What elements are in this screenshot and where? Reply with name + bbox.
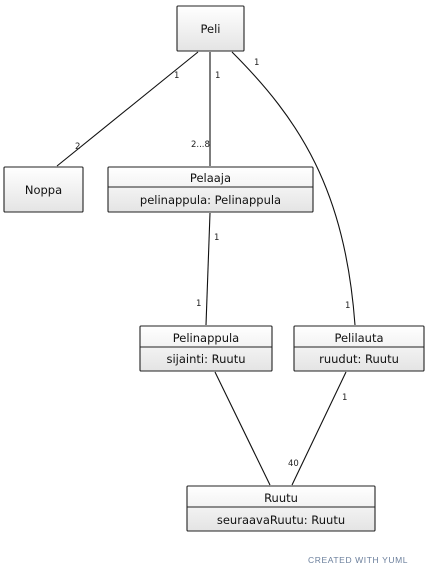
mult-peli-pelilauta-target: 1 [345,301,350,311]
edge-pelaaja-pelinappula [205,212,211,326]
mult-peli-pelaaja-target: 2...8 [191,140,210,150]
class-pelaaja: Pelaaja pelinappula: Pelinappula [107,166,314,213]
class-ruutu-name: Ruutu [264,491,298,505]
mult-pelaaja-pelinappula-source: 1 [214,233,219,243]
mult-peli-noppa-source: 1 [174,71,179,81]
edge-pelilauta-ruutu [291,371,347,486]
class-pelilauta-name: Pelilauta [334,331,383,345]
class-ruutu-attribute: seuraavaRuutu: Ruutu [217,513,345,527]
edge-peli-noppa [56,51,199,167]
class-pelaaja-name: Pelaaja [190,171,231,185]
class-pelaaja-attribute: pelinappula: Pelinappula [140,193,281,207]
class-peli-name: Peli [201,22,221,36]
edge-pelinappula-ruutu [214,371,271,486]
class-pelinappula: Pelinappula sijainti: Ruutu [139,325,273,372]
mult-pelilauta-ruutu-target: 40 [288,459,299,469]
class-peli: Peli [176,5,245,52]
class-pelinappula-attribute: sijainti: Ruutu [167,352,246,366]
mult-peli-noppa-target: 2 [75,142,80,152]
mult-peli-pelaaja-source: 1 [215,71,220,81]
mult-pelaaja-pelinappula-target: 1 [196,299,201,309]
class-ruutu: Ruutu seuraavaRuutu: Ruutu [186,485,376,532]
class-noppa-name: Noppa [25,183,62,197]
watermark: CREATED WITH YUML [308,555,408,565]
class-pelinappula-name: Pelinappula [173,331,239,345]
edge-peli-pelilauta [231,51,356,326]
class-pelilauta: Pelilauta ruudut: Ruutu [293,325,425,372]
class-noppa: Noppa [3,166,84,213]
mult-peli-pelilauta-source: 1 [254,58,259,68]
mult-pelilauta-ruutu-source: 1 [342,393,347,403]
class-pelilauta-attribute: ruudut: Ruutu [319,352,399,366]
